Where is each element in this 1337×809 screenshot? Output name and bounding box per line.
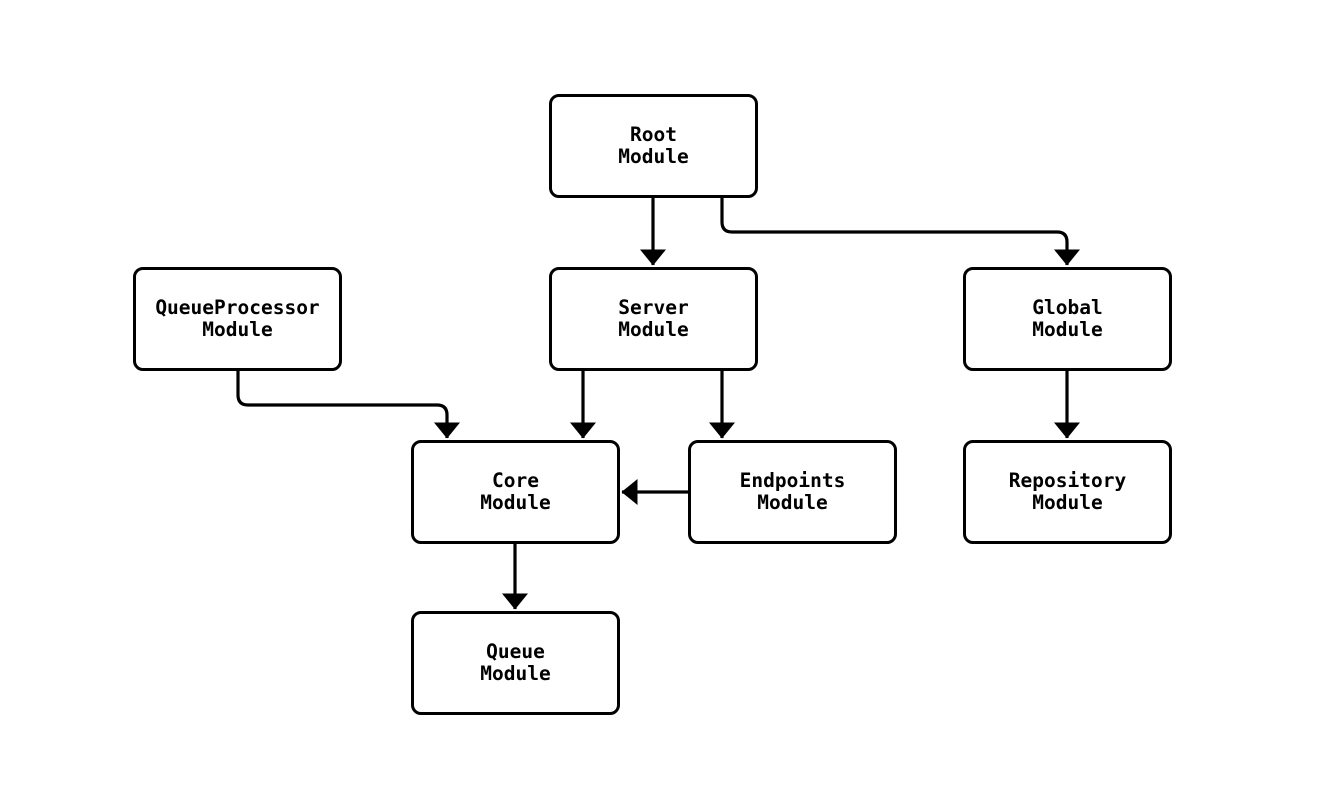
node-root-module: Root Module	[549, 94, 758, 198]
node-core-module: Core Module	[411, 440, 620, 544]
node-server-module: Server Module	[549, 267, 758, 371]
node-server-label-line1: Server	[618, 296, 689, 319]
node-queueprocessor-label-line2: Module	[202, 318, 273, 341]
node-queue-label-line1: Queue	[486, 640, 545, 663]
node-repository-module: Repository Module	[963, 440, 1172, 544]
node-core-label-line2: Module	[480, 491, 551, 514]
node-repository-label-line1: Repository	[1008, 469, 1127, 492]
node-core-label-line1: Core	[492, 469, 539, 492]
node-global-label-line2: Module	[1032, 318, 1103, 341]
node-queue-label-line2: Module	[480, 662, 551, 685]
node-global-module: Global Module	[963, 267, 1172, 371]
edge-queueprocessor-to-core	[236, 369, 460, 439]
node-queue-module: Queue Module	[411, 611, 620, 715]
node-global-label-line1: Global	[1032, 296, 1103, 319]
node-queueprocessor-label-line1: QueueProcessor	[155, 296, 320, 319]
node-endpoints-module: Endpoints Module	[688, 440, 897, 544]
node-endpoints-label-line2: Module	[757, 491, 828, 514]
node-queueprocessor-module: QueueProcessor Module	[133, 267, 342, 371]
node-endpoints-label-line1: Endpoints	[739, 469, 846, 492]
edge-root-to-global	[720, 196, 1080, 266]
node-server-label-line2: Module	[618, 318, 689, 341]
node-root-label-line1: Root	[630, 123, 677, 146]
node-repository-label-line2: Module	[1032, 491, 1103, 514]
node-root-label-line2: Module	[618, 145, 689, 168]
